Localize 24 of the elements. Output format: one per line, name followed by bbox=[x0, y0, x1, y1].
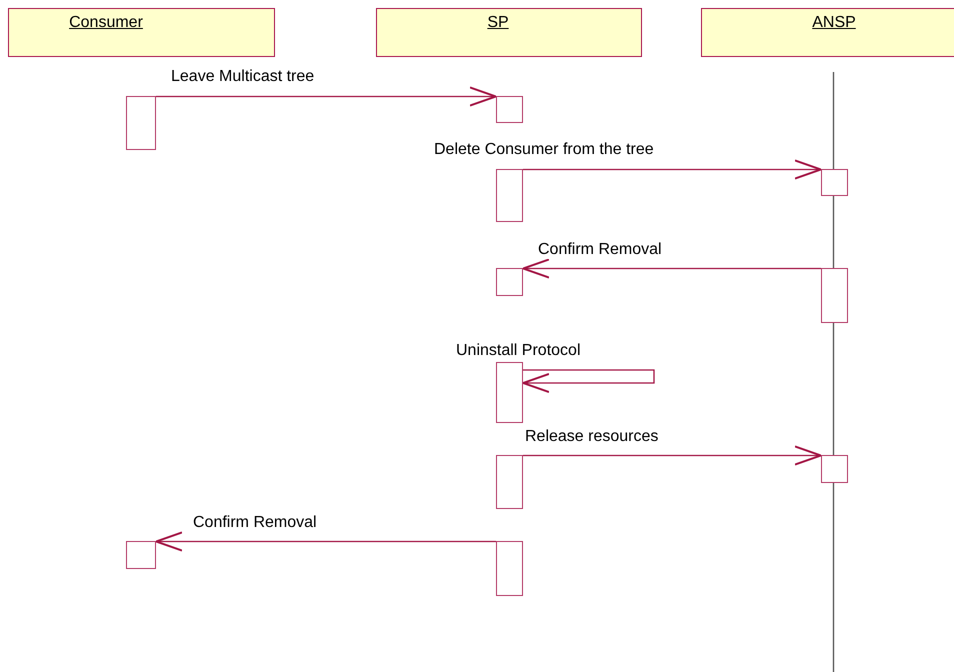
message-arrow bbox=[523, 160, 822, 180]
message-arrow bbox=[155, 532, 496, 552]
message-arrow bbox=[522, 369, 655, 393]
activation-bar bbox=[821, 268, 848, 323]
activation-bar bbox=[496, 455, 523, 509]
message-arrow bbox=[523, 446, 822, 466]
activation-bar bbox=[821, 169, 848, 196]
lifeline-header-box bbox=[701, 8, 954, 57]
participant-name: ANSP bbox=[812, 14, 856, 32]
activation-bar bbox=[821, 455, 848, 483]
lifeline-header-box bbox=[8, 8, 275, 57]
activation-bar bbox=[496, 541, 523, 596]
message-arrow bbox=[156, 86, 497, 106]
message-arrow bbox=[522, 258, 821, 278]
participant-name: Consumer bbox=[69, 14, 143, 32]
activation-bar bbox=[126, 96, 156, 150]
participant-name: SP bbox=[487, 14, 509, 32]
activation-bar bbox=[126, 541, 156, 569]
lifeline-header-box bbox=[376, 8, 642, 57]
activation-bar bbox=[496, 96, 523, 123]
message-label: Confirm Removal bbox=[538, 241, 662, 259]
activation-bar bbox=[496, 169, 523, 222]
activation-bar bbox=[496, 268, 523, 296]
activation-bar bbox=[496, 362, 523, 423]
